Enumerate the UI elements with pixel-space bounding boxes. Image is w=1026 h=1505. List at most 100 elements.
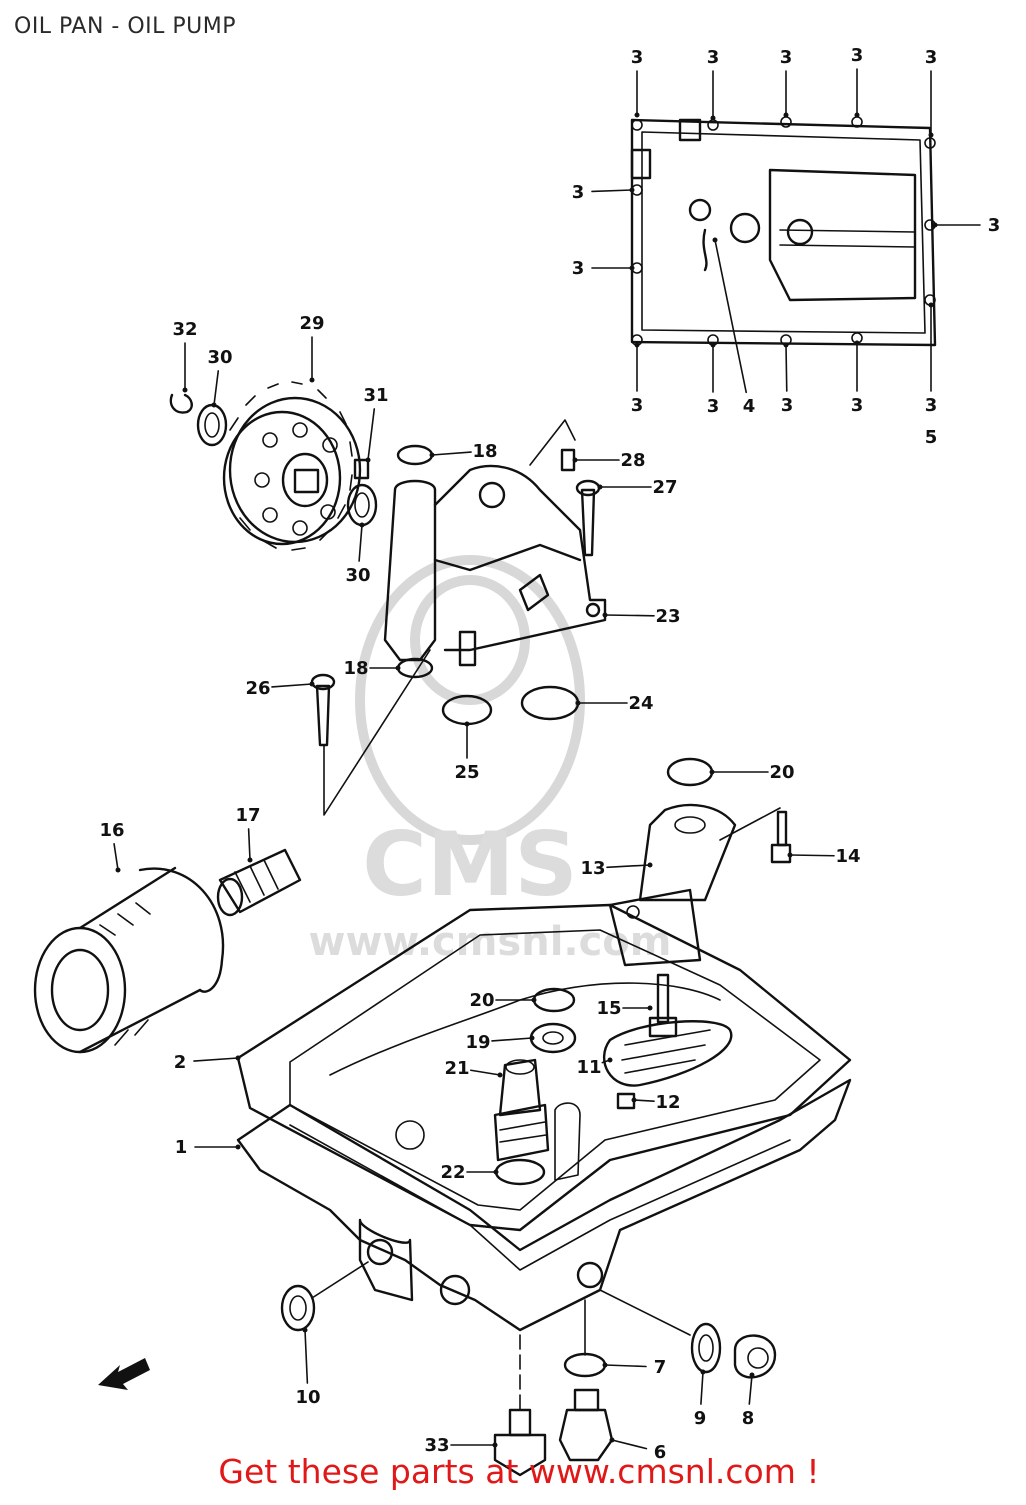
- strainer-guide: [719, 807, 781, 841]
- plug-10: [280, 1284, 316, 1332]
- callout-c3m: 3: [925, 395, 938, 416]
- leader-arrowhead-c10: [302, 1327, 308, 1333]
- leader-arrowhead-c12: [631, 1097, 637, 1103]
- leader-line-c2: [193, 1057, 239, 1062]
- callout-c28: 28: [620, 450, 645, 471]
- callout-c32: 32: [172, 319, 197, 340]
- cms-watermark: CMS www.cmsnl.com: [309, 555, 672, 965]
- washer-30-upper: [196, 403, 228, 447]
- oil-pan: [236, 1078, 852, 1332]
- callout-c24: 24: [628, 693, 653, 714]
- leader-arrowhead-c26: [309, 681, 315, 687]
- leader-arrowhead-c18a: [429, 452, 435, 458]
- leader-line-c23: [604, 614, 655, 617]
- callout-c5: 5: [925, 427, 938, 448]
- drain-plug-6: [558, 1388, 614, 1462]
- leader-arrowhead-c3h: [932, 222, 938, 228]
- oil-filter: [33, 866, 225, 1054]
- callout-c30b: 30: [345, 565, 370, 586]
- leader-line-c10: [304, 1329, 309, 1384]
- callout-c3c: 3: [780, 47, 793, 68]
- callout-c25: 25: [454, 762, 479, 783]
- leader-arrowhead-c3f: [629, 187, 635, 193]
- plug-9-guide: [599, 1289, 691, 1336]
- callout-c3d: 3: [851, 45, 864, 66]
- plug-10-guide: [311, 1261, 369, 1299]
- leader-arrowhead-c30a: [211, 402, 217, 408]
- leader-line-c19: [491, 1037, 533, 1042]
- callout-c10: 10: [295, 1387, 320, 1408]
- callout-c17: 17: [235, 805, 260, 826]
- oil-pan-gasket-inset: [630, 116, 937, 347]
- leader-arrowhead-c3m: [928, 302, 934, 308]
- gear-lightening-holes: [254, 422, 338, 536]
- leader-arrowhead-c3c: [783, 112, 789, 118]
- cover-plate-11: [602, 1020, 733, 1087]
- callout-c18a: 18: [472, 441, 497, 462]
- leader-arrowhead-c11: [607, 1057, 613, 1063]
- leader-line-c9: [700, 1371, 704, 1405]
- callout-c2: 2: [174, 1052, 187, 1073]
- leader-line-c30a: [213, 370, 220, 406]
- oil-pressure-switch: [493, 1058, 550, 1162]
- leader-arrowhead-c22: [493, 1169, 499, 1175]
- leader-line-c17: [247, 828, 251, 861]
- leader-line-c21: [470, 1069, 501, 1076]
- seal-19: [529, 1022, 577, 1054]
- leader-arrowhead-c20a: [709, 769, 715, 775]
- leader-arrowhead-c31: [365, 457, 371, 463]
- leader-arrowhead-c16: [115, 867, 121, 873]
- leader-arrowhead-c3j: [710, 342, 716, 348]
- footer-cta[interactable]: Get these parts at www.cmsnl.com !: [0, 1452, 1026, 1491]
- leader-arrowhead-c3b: [710, 115, 716, 121]
- leader-arrowhead-c14: [787, 852, 793, 858]
- callout-c16: 16: [99, 820, 124, 841]
- watermark-url: www.cmsnl.com: [309, 919, 672, 965]
- leader-arrowhead-c33: [492, 1442, 498, 1448]
- oil-filter-union: [216, 848, 302, 917]
- callout-c30a: 30: [207, 347, 232, 368]
- callout-c12: 12: [655, 1092, 680, 1113]
- leader-arrowhead-c27: [597, 484, 603, 490]
- o-ring-24: [520, 685, 580, 721]
- callout-c7: 7: [654, 1357, 667, 1378]
- leader-arrowhead-c3k: [783, 342, 789, 348]
- footer-cta-text[interactable]: Get these parts at www.cmsnl.com !: [218, 1452, 820, 1491]
- callout-c27: 27: [652, 477, 677, 498]
- leader-line-c3k: [785, 344, 788, 392]
- callout-c3k: 3: [781, 395, 794, 416]
- leader-arrowhead-c3e: [928, 132, 934, 138]
- circlip: [169, 393, 193, 414]
- washer-22: [494, 1158, 546, 1186]
- leader-line-c14: [789, 854, 835, 857]
- callout-c8: 8: [742, 1408, 755, 1429]
- callout-c9: 9: [694, 1408, 707, 1429]
- callout-c18b: 18: [343, 658, 368, 679]
- bolt-27: [575, 479, 601, 557]
- leader-line-c16: [113, 843, 119, 871]
- callout-c3f: 3: [572, 182, 585, 203]
- leader-arrowhead-c17: [247, 857, 253, 863]
- callout-c21: 21: [444, 1058, 469, 1079]
- oil-strainer-pipe: [608, 803, 737, 967]
- callout-c19: 19: [465, 1032, 490, 1053]
- leader-line-c3f: [591, 189, 633, 193]
- leader-lines: [113, 68, 981, 1450]
- watermark-brand: CMS: [362, 813, 578, 916]
- callout-c20b: 20: [469, 990, 494, 1011]
- callout-c3h: 3: [988, 215, 1001, 236]
- leader-arrowhead-c19: [529, 1035, 535, 1041]
- leader-arrowhead-c30b: [359, 522, 365, 528]
- dowel-pin-31: [353, 458, 370, 480]
- leader-arrowhead-c4: [712, 237, 718, 243]
- front-direction-arrow-icon: [98, 1358, 150, 1390]
- leader-arrowhead-c21: [497, 1072, 503, 1078]
- leader-arrowhead-c29: [309, 377, 315, 383]
- leader-line-c31: [367, 408, 376, 461]
- bolt-14: [770, 810, 792, 864]
- callout-c3l: 3: [851, 395, 864, 416]
- bolt-26: [310, 673, 336, 747]
- callout-c20a: 20: [769, 762, 794, 783]
